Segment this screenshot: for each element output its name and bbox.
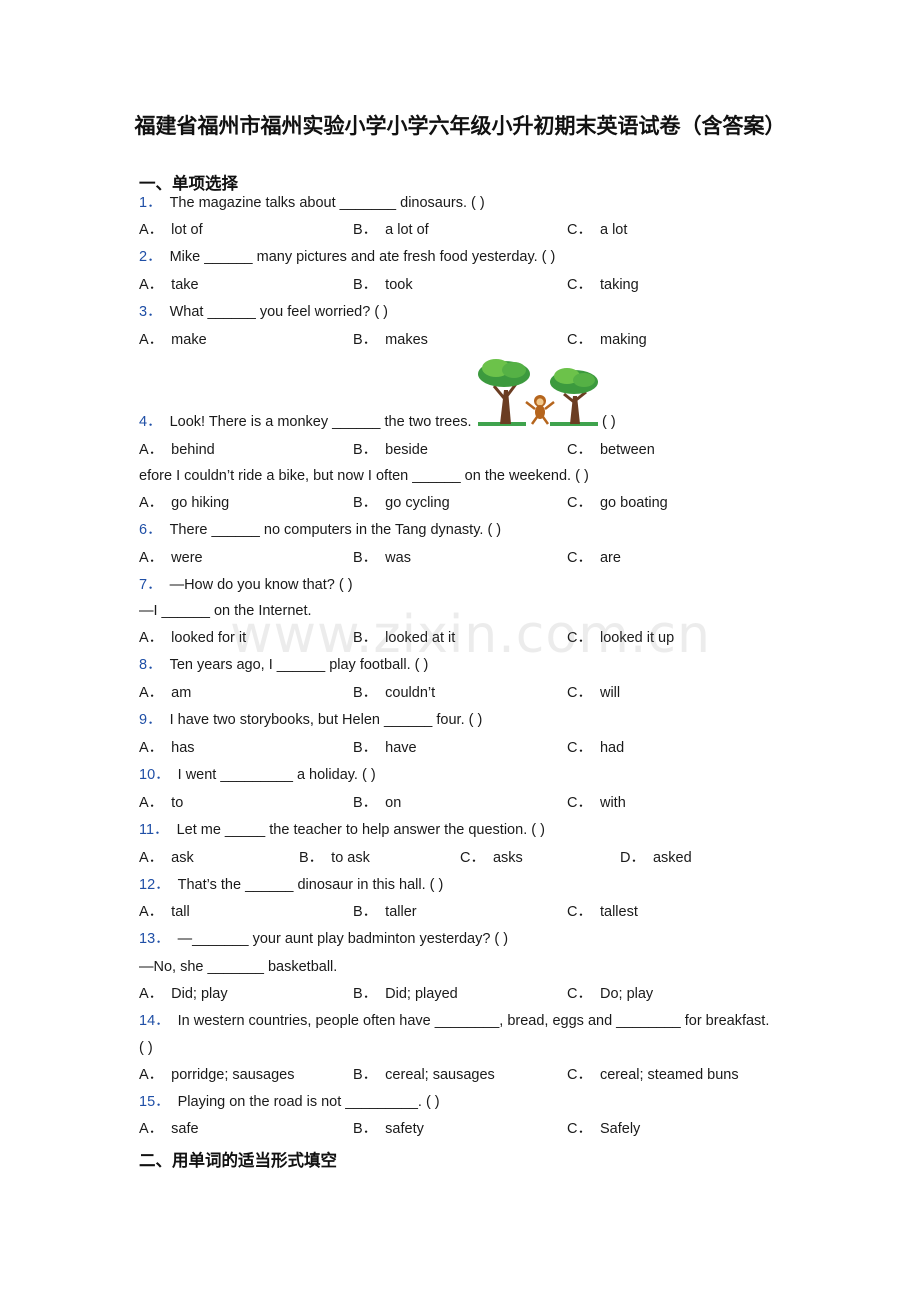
question-13: 13． —_______ your aunt play badminton yes… [139,930,508,948]
question-number: 3． [139,304,162,320]
question-1: 1． The magazine talks about _______ dinos… [139,194,485,212]
question-text: I have two storybooks, but Helen ______ … [169,712,483,728]
option-a[interactable]: A．go hiking [139,495,230,511]
question-7: 7． —How do you know that? ( ) [139,576,353,594]
question-number: 13． [139,931,170,947]
question-number: 10． [139,767,170,783]
option-c[interactable]: C．between [567,442,655,458]
question-13-line-2: —No, she _______ basketball. [139,959,338,975]
question-14: 14． In western countries, people often ha… [139,1012,769,1030]
option-c[interactable]: C．Do; play [567,986,654,1002]
option-b[interactable]: B．makes [353,332,428,348]
question-number: 4． [139,414,162,430]
option-b[interactable]: B．a lot of [353,222,429,238]
option-a[interactable]: A．ask [139,850,194,866]
question-text: Look! There is a monkey ______ the two t… [169,414,472,430]
option-a[interactable]: A．take [139,277,199,293]
question-text: —How do you know that? ( ) [169,577,353,593]
option-c[interactable]: C．making [567,332,647,348]
monkey-between-trees-illustration [478,359,598,426]
question-number: 2． [139,249,162,265]
option-a[interactable]: A．am [139,685,192,701]
question-text: There ______ no computers in the Tang dy… [169,522,502,538]
question-text: That’s the ______ dinosaur in this hall.… [177,877,444,893]
option-c[interactable]: C．asks [460,850,523,866]
question-8: 8． Ten years ago, I ______ play football.… [139,656,428,674]
option-b[interactable]: B．to ask [299,850,370,866]
option-c[interactable]: C．go boating [567,495,668,511]
option-d[interactable]: D．asked [620,850,692,866]
option-b[interactable]: B．have [353,740,417,756]
question-number: 14． [139,1013,170,1029]
option-b[interactable]: B．taller [353,904,417,920]
option-b[interactable]: B．go cycling [353,495,450,511]
question-number: 11． [139,822,169,838]
option-b[interactable]: B．safety [353,1121,424,1137]
question-text: What ______ you feel worried? ( ) [169,304,388,320]
answer-bracket: ( ) [602,414,616,430]
option-a[interactable]: A．make [139,332,207,348]
question-text: I went _________ a holiday. ( ) [177,767,376,783]
option-c[interactable]: C．a lot [567,222,628,238]
question-10: 10． I went _________ a holiday. ( ) [139,766,376,784]
question-number: 12． [139,877,170,893]
question-14-line-2: ( ) [139,1040,153,1056]
question-text: efore I couldn’t ride a bike, but now I … [139,468,589,484]
option-c[interactable]: C．with [567,795,626,811]
question-6: 6． There ______ no computers in the Tang … [139,521,501,539]
question-text: In western countries, people often have … [177,1013,770,1029]
option-b[interactable]: B．beside [353,442,428,458]
option-a[interactable]: A．were [139,550,203,566]
question-text: The magazine talks about _______ dinosau… [169,195,485,211]
question-4: 4． Look! There is a monkey ______ the two… [139,413,472,431]
question-15: 15． Playing on the road is not _________.… [139,1093,440,1111]
option-a[interactable]: A．Did; play [139,986,228,1002]
question-text: Ten years ago, I ______ play football. (… [169,657,429,673]
option-b[interactable]: B．was [353,550,411,566]
question-text: Playing on the road is not _________. ( … [177,1094,440,1110]
question-text: —_______ your aunt play badminton yester… [177,931,509,947]
option-a[interactable]: A．looked for it [139,630,247,646]
section-heading-2: 二、用单词的适当形式填空 [139,1151,337,1170]
option-a[interactable]: A．lot of [139,222,203,238]
option-b[interactable]: B．Did; played [353,986,458,1002]
option-a[interactable]: A．behind [139,442,215,458]
question-3: 3． What ______ you feel worried? ( ) [139,303,388,321]
question-5: efore I couldn’t ride a bike, but now I … [139,467,589,485]
option-a[interactable]: A．tall [139,904,190,920]
question-number: 1． [139,195,162,211]
question-12: 12． That’s the ______ dinosaur in this ha… [139,876,443,894]
option-c[interactable]: C．taking [567,277,639,293]
option-c[interactable]: C．looked it up [567,630,675,646]
question-number: 9． [139,712,162,728]
section-heading-1: 一、单项选择 [139,174,238,193]
option-b[interactable]: B．cereal; sausages [353,1067,495,1083]
option-a[interactable]: A．to [139,795,184,811]
question-text: Mike ______ many pictures and ate fresh … [169,249,556,265]
option-b[interactable]: B．looked at it [353,630,456,646]
option-c[interactable]: C．Safely [567,1121,641,1137]
question-number: 6． [139,522,162,538]
option-a[interactable]: A．has [139,740,195,756]
option-b[interactable]: B．took [353,277,413,293]
option-c[interactable]: C．will [567,685,621,701]
question-number: 15． [139,1094,170,1110]
question-number: 7． [139,577,162,593]
option-b[interactable]: B．couldn’t [353,685,436,701]
option-c[interactable]: C．are [567,550,621,566]
question-7-line-2: —I ______ on the Internet. [139,603,312,619]
question-2: 2． Mike ______ many pictures and ate fres… [139,248,555,266]
option-a[interactable]: A．safe [139,1121,199,1137]
option-c[interactable]: C．had [567,740,625,756]
option-b[interactable]: B．on [353,795,402,811]
question-text: Let me _____ the teacher to help answer … [176,822,545,838]
option-c[interactable]: C．tallest [567,904,638,920]
question-number: 8． [139,657,162,673]
question-11: 11． Let me _____ the teacher to help answ… [139,821,545,839]
page-title: 福建省福州市福州实验小学小学六年级小升初期末英语试卷（含答案） [134,113,786,138]
question-9: 9． I have two storybooks, but Helen _____… [139,711,482,729]
option-a[interactable]: A．porridge; sausages [139,1067,295,1083]
option-c[interactable]: C．cereal; steamed buns [567,1067,739,1083]
